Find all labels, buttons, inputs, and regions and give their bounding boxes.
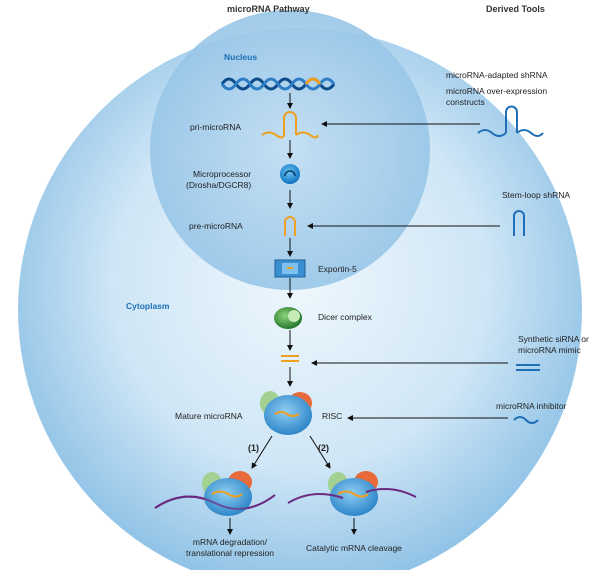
mature-microrna-label: Mature microRNA: [175, 411, 243, 421]
outcome-2-label: Catalytic mRNA cleavage: [306, 543, 402, 553]
risc-outcome-1-icon: [154, 471, 276, 516]
pathway-header: microRNA Pathway: [227, 4, 310, 14]
pri-microrna-icon: [261, 111, 319, 139]
branch-2-label: (2): [318, 443, 329, 453]
microprocessor-label: Microprocessor: [193, 169, 252, 179]
stemloop-label: Stem-loop shRNA: [502, 190, 571, 200]
branch-1-label: (1): [248, 443, 259, 453]
pri-microrna-label: pri-microRNA: [190, 122, 241, 132]
inhibitor-label: microRNA inhibitor: [496, 401, 567, 411]
sirna-mimic-icon: [516, 364, 540, 371]
pathway-arrows: [227, 93, 357, 535]
risc-complex-icon: [260, 391, 312, 435]
cytoplasm-label: Cytoplasm: [126, 301, 170, 311]
sirna-label: Synthetic siRNA or: [518, 334, 589, 344]
dicer-complex-icon: [274, 307, 302, 329]
dna-helix-icon: [220, 77, 336, 91]
microrna-duplex-icon: [281, 355, 299, 362]
dicer-label: Dicer complex: [318, 312, 372, 322]
pre-microrna-icon: [284, 216, 296, 236]
outcome-1-label: mRNA degradation/ translational repressi…: [160, 537, 300, 558]
pre-microrna-label: pre-microRNA: [189, 221, 243, 231]
inhibitor-icon: [513, 416, 539, 424]
microprocessor-icon: [280, 164, 300, 184]
exportin-5-icon: [274, 259, 306, 278]
outcome-1-line-2: translational repression: [186, 547, 274, 558]
adapted-shrna-label: microRNA-adapted shRNA: [446, 70, 548, 80]
tool-arrows: [307, 121, 508, 421]
tools-header: Derived Tools: [486, 4, 545, 14]
outcome-1-line-1: mRNA degradation/: [192, 537, 268, 547]
nucleus-label: Nucleus: [224, 52, 258, 62]
microprocessor-sub-label: (Drosha/DGCR8): [186, 180, 252, 190]
risc-outcome-2-icon: [287, 471, 417, 516]
overexpression-sub-label: constructs: [446, 97, 485, 107]
risc-label: RISC: [322, 411, 343, 421]
mimic-label: microRNA mimic: [518, 345, 581, 355]
overexpression-label: microRNA over-expression: [446, 86, 548, 96]
adapted-shrna-icon: [477, 105, 544, 137]
exportin-label: Exportin-5: [318, 264, 357, 274]
stemloop-shrna-icon: [513, 210, 525, 236]
